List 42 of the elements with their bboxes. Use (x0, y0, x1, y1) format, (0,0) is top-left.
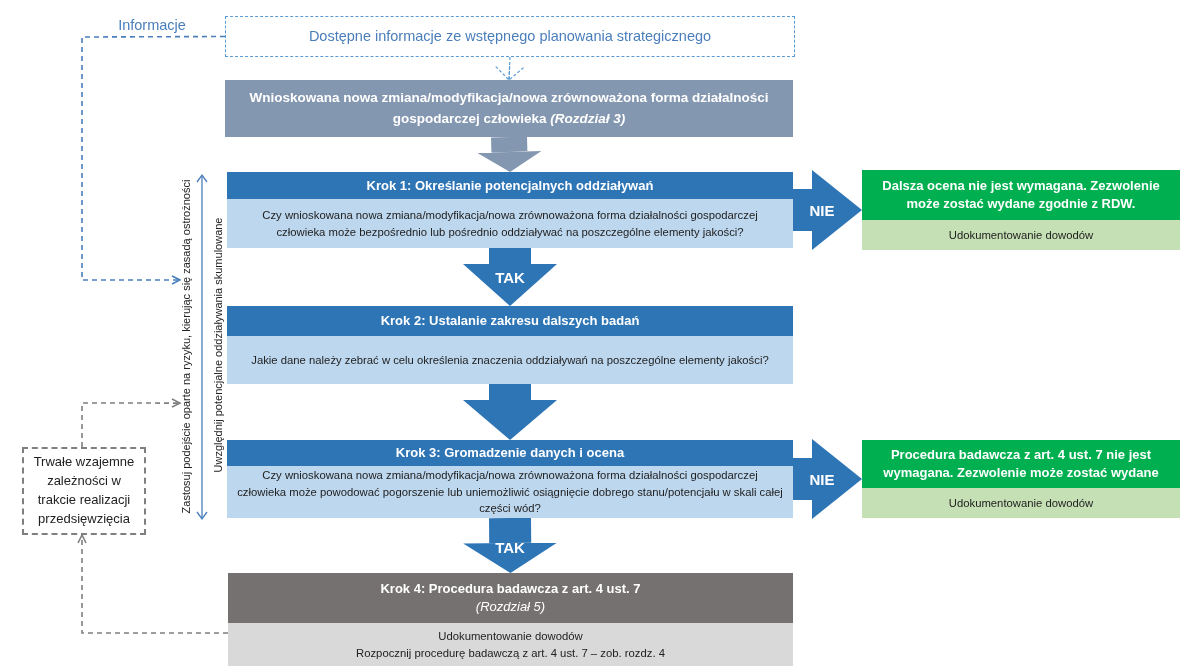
result-box (862, 440, 1180, 518)
chapter-reference: (Rozdział 5) (475, 598, 546, 616)
edge-label: NIE (809, 470, 835, 488)
banner-text: Wnioskowana nowa zmiana/modyfikacja/nowa zrównoważona forma działalności gospodarczej człowieka (Rozdział 3) (248, 89, 770, 128)
edge-label: TAK (495, 538, 525, 556)
block-arrow (463, 248, 557, 306)
step-box (228, 573, 793, 666)
block-arrow (463, 384, 557, 440)
result-heading: Procedura badawcza z art. 4 ust. 7 nie jest wymagana. Zezwolenie może zostać wydane (882, 446, 1160, 482)
step-heading: Krok 3: Gromadzenie danych i ocena (395, 444, 625, 462)
result-box (862, 170, 1180, 250)
block-arrow (793, 439, 862, 519)
side-note: Zastosuj podejście oparte na ryzyku, kierując się zasadą ostrożności (180, 175, 193, 518)
step-note: Udokumentowanie dowodów (948, 495, 1094, 511)
step-box (227, 306, 793, 384)
edge-label: TAK (495, 268, 525, 286)
info-text: Dostępne informacje ze wstępnego planowania strategicznego (308, 27, 712, 46)
step-heading: Krok 1: Określanie potencjalnych oddziaływań (366, 176, 654, 195)
dashed-arrow (77, 534, 229, 634)
step-note: Udokumentowanie dowodów (438, 629, 583, 645)
dashed-arrow (81, 35, 226, 285)
proposal-banner (225, 80, 793, 137)
side-note: Uwzględnij potencjalne oddziaływania skumulowane (212, 217, 224, 473)
step-box (227, 172, 793, 248)
block-arrow (463, 517, 558, 573)
step-note: Udokumentowanie dowodów (948, 227, 1094, 243)
step-question: Jakie dane należy zebrać w celu określenia znaczenia oddziaływań na poszczególne elementy jakości? (251, 352, 769, 368)
step-heading: Krok 2: Ustalanie zakresu dalszych badań (380, 312, 640, 330)
step-question: Czy wnioskowana nowa zmiana/modyfikacja/nowa zrównoważona forma działalności gospodarczej człowieka może powodować pogorszenie lub uniemożliwić osiągnięcie dobrego stanu/potencjału w skali całej części wód? (237, 468, 783, 517)
block-arrow (793, 170, 862, 250)
step-heading: Krok 4: Procedura badawcza z art. 4 ust. 7 (380, 580, 641, 598)
note-box (22, 447, 146, 535)
edge-label: Informacje (118, 17, 186, 33)
info-box (225, 16, 795, 57)
step-box (227, 440, 793, 518)
result-heading: Dalsza ocena nie jest wymagana. Zezwolenie może zostać wydane zgodnie z RDW. (881, 177, 1161, 213)
step-note: Rozpocznij procedurę badawczą z art. 4 ust. 7 – zob. rozdz. 4 (356, 645, 665, 661)
note-text: Trwałe wzajemne zależności w trakcie realizacji przedsięwzięcia (32, 453, 136, 528)
step-question: Czy wnioskowana nowa zmiana/modyfikacja/nowa zrównoważona forma działalności gospodarczej człowieka może bezpośrednio lub pośrednio oddziaływać na poszczególne elementy jakości? (261, 208, 759, 240)
dashed-arrow (81, 398, 181, 448)
edge-label: NIE (809, 201, 835, 219)
block-arrow (477, 136, 542, 172)
